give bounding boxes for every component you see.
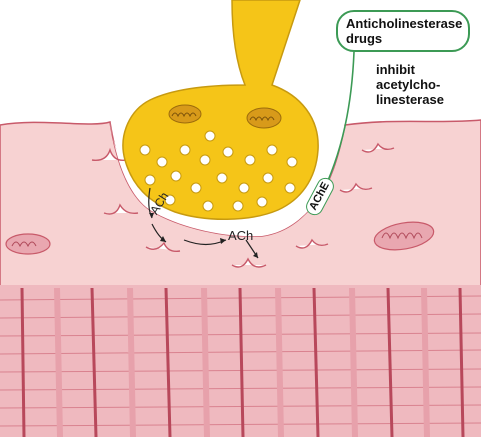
description-line-2: acetylcho- [376,77,476,92]
myofibrils [0,285,481,437]
description-line-1: inhibit [376,62,476,77]
description-line-3: linesterase [376,92,476,107]
callout-box: Anticholinesterase drugs [336,10,470,52]
muscle-mitochondrion-left [6,234,50,254]
callout-description: inhibit acetylcho- linesterase [376,62,476,107]
ach-label-2: ACh [228,230,253,242]
callout-title: Anticholinesterase drugs [346,16,462,46]
